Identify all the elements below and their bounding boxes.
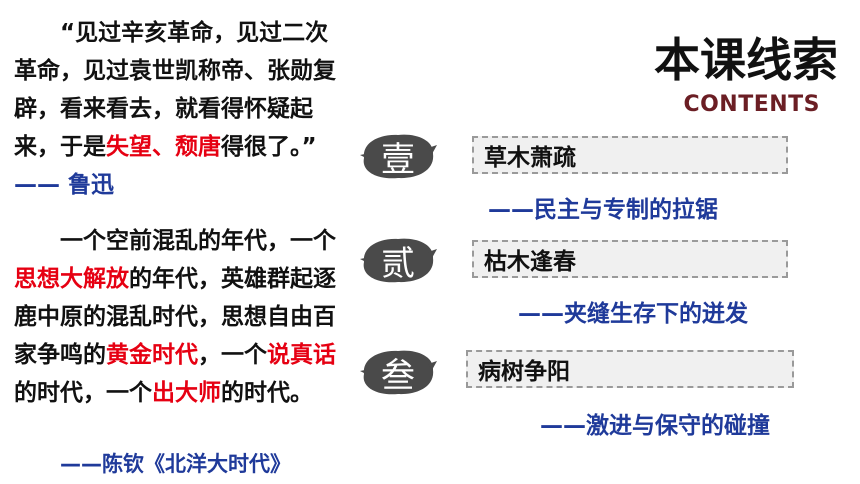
numeral-badge-1: 壹 <box>358 128 438 184</box>
outline-subtitle-2: ——夹缝生存下的迸发 <box>518 301 748 327</box>
contents-label: CONTENTS <box>683 92 820 117</box>
lu-xun-quote: “见过辛亥革命，见过二次革命，见过袁世凯称帝、张勋复辟，看来看去，就看得怀疑起来… <box>14 14 340 204</box>
outline-box-1: 草木萧疏 <box>472 136 788 174</box>
quote2-text-5: 的时代。 <box>221 380 313 406</box>
brush-stroke-icon <box>360 238 437 283</box>
outline-box-2: 枯木逢春 <box>472 240 788 278</box>
quote2-text-1: 一个空前混乱的年代，一个 <box>60 228 336 254</box>
numeral-1: 壹 <box>381 139 415 180</box>
quote2-highlight-2: 黄金时代 <box>106 342 198 368</box>
outline-subtitle-3: ——激进与保守的碰撞 <box>540 413 770 439</box>
page-title: 本课线索 <box>654 33 838 87</box>
outline-label-2: 枯木逢春 <box>484 249 576 275</box>
outline-subtitle-1: ——民主与专制的拉锯 <box>488 197 718 223</box>
quote2-highlight-1: 思想大解放 <box>14 266 129 292</box>
quote2-highlight-4: 出大师 <box>152 380 221 406</box>
quote2-highlight-3: 说真话 <box>267 342 336 368</box>
outline-label-3: 病树争阳 <box>478 359 570 385</box>
brush-stroke-icon <box>360 350 437 395</box>
numeral-3: 叁 <box>381 355 415 396</box>
numeral-badge-2: 贰 <box>358 232 438 288</box>
quote1-author: —— 鲁迅 <box>14 172 115 198</box>
quote1-closing: 得很了。” <box>221 134 317 160</box>
quote2-source: ——陈钦《北洋大时代》 <box>60 452 291 476</box>
outline-label-1: 草木萧疏 <box>484 145 576 171</box>
numeral-badge-3: 叁 <box>358 344 438 400</box>
quote1-text: “见过辛亥革命，见过二次革命，见过袁世凯称帝、张勋复辟，看来看去，就看得怀疑起来… <box>14 20 336 160</box>
chen-qin-quote: 一个空前混乱的年代，一个思想大解放的年代，英雄群起逐鹿中原的混乱时代，思想自由百… <box>14 222 340 412</box>
quote2-text-4: 的时代，一个 <box>14 380 152 406</box>
numeral-2: 贰 <box>381 243 415 284</box>
quote1-highlight-1: 失望 <box>106 134 152 160</box>
outline-box-3: 病树争阳 <box>466 350 794 388</box>
quote2-text-3: ，一个 <box>198 342 267 368</box>
brush-stroke-icon <box>360 134 437 179</box>
quote1-highlight-2: 颓唐 <box>175 134 221 160</box>
quote2-text-2: 的年代，英雄群起逐鹿中原的混乱时代，思想自由百家争鸣的 <box>14 266 336 368</box>
quote1-separator: 、 <box>152 134 175 160</box>
